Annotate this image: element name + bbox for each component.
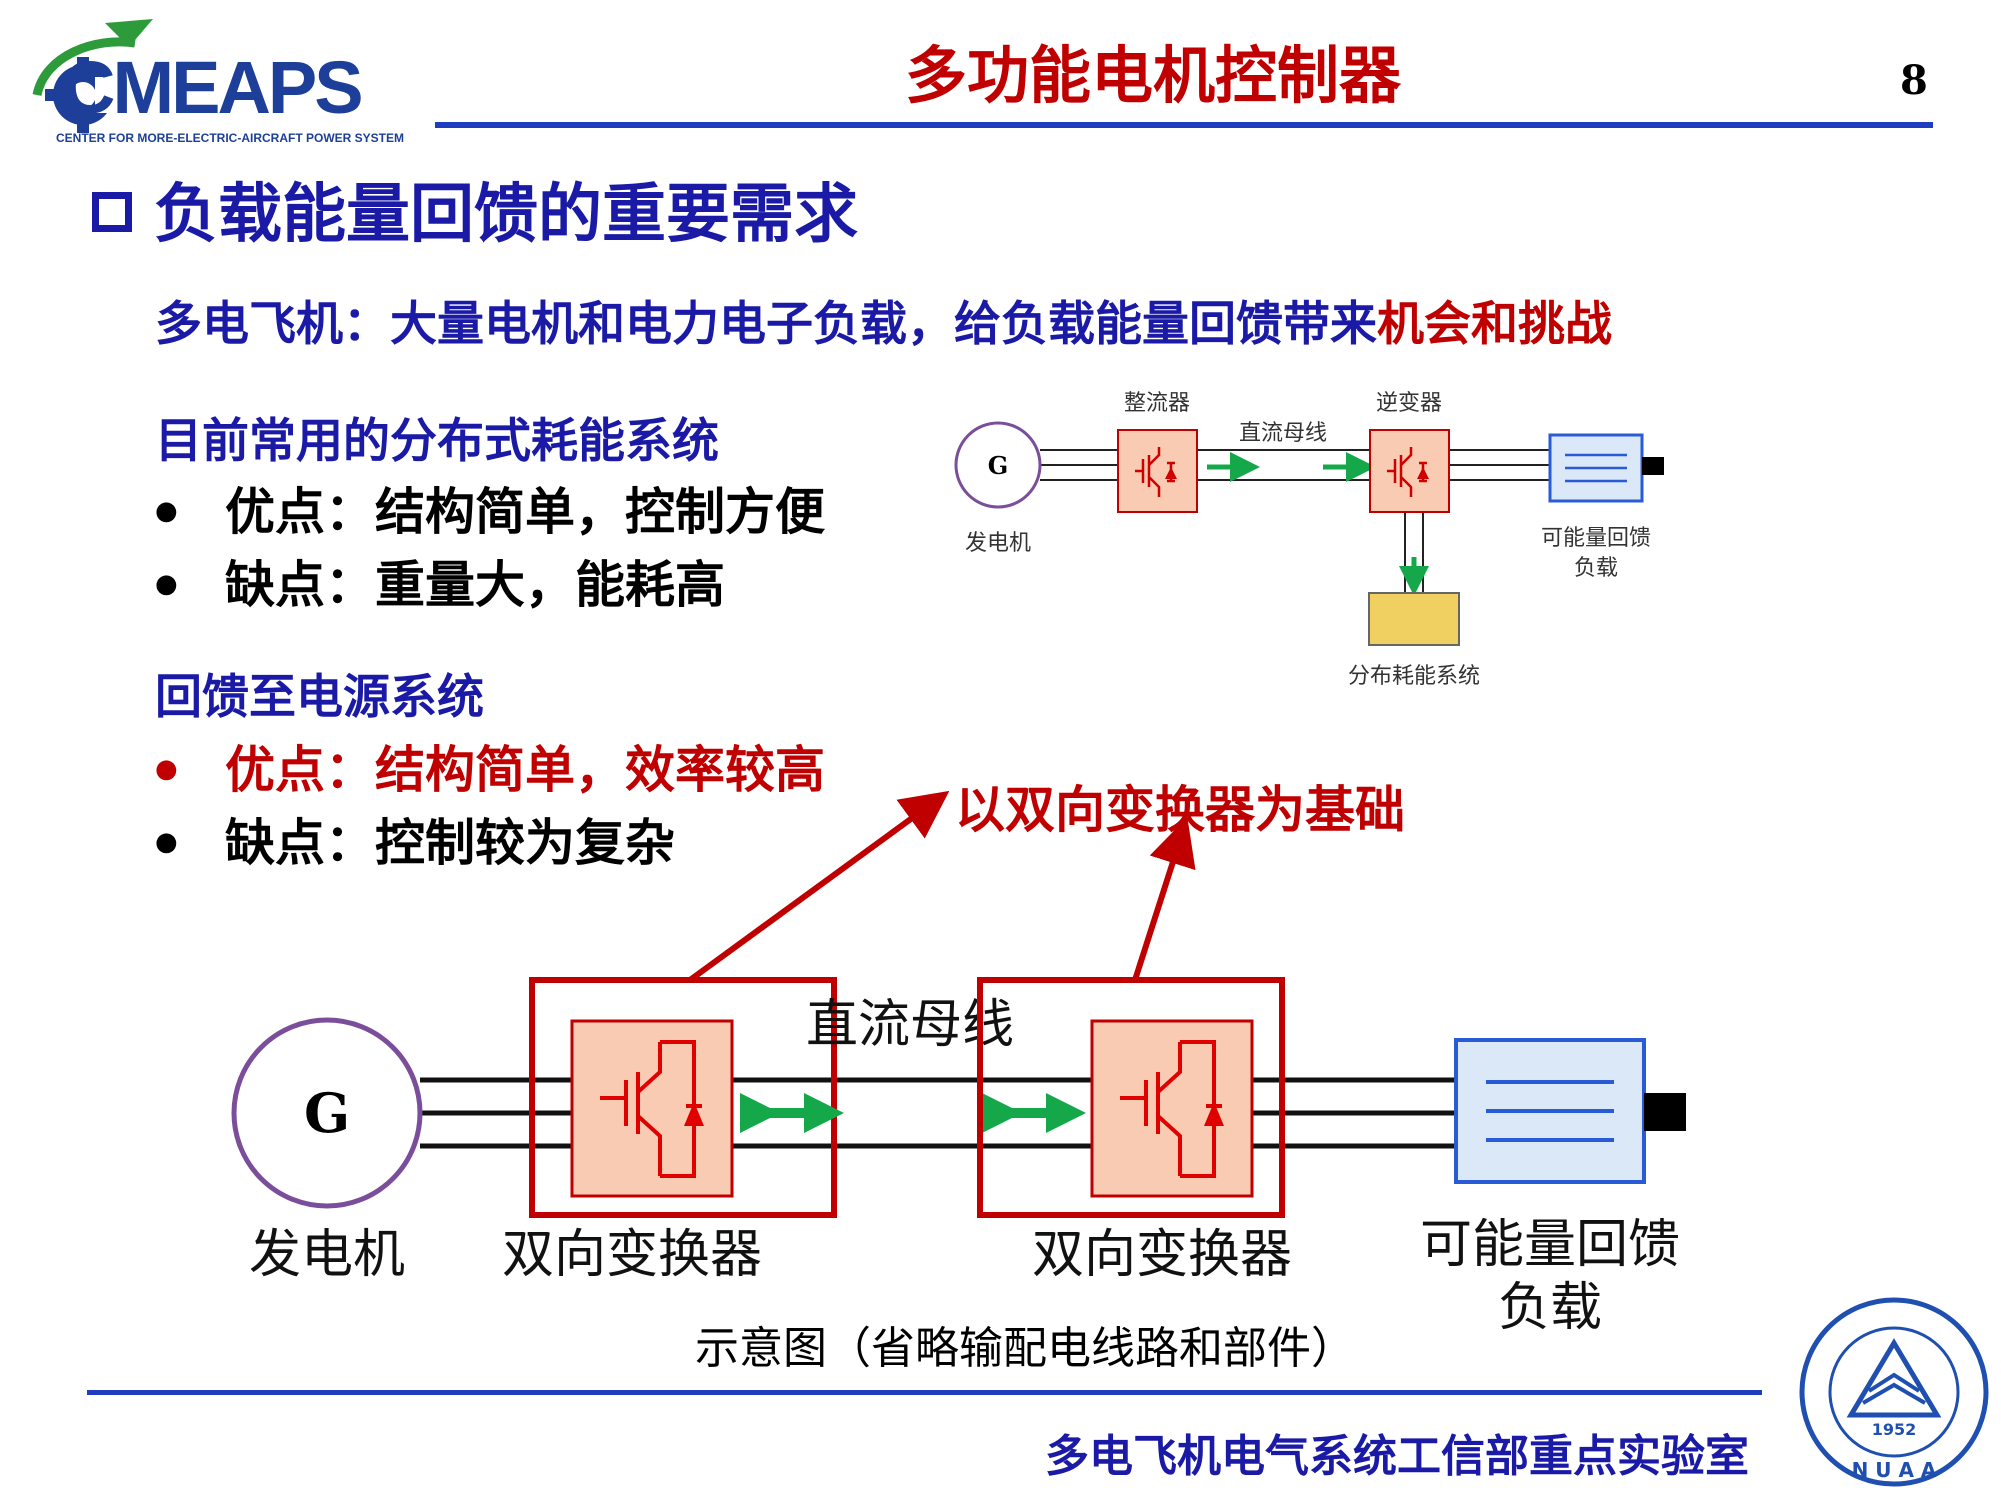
distributed-cons: ● 缺点：重量大，能耗高 [155,545,725,617]
small-rectifier-box [1117,429,1198,513]
distributed-pros-text: 优点：结构简单，控制方便 [225,483,825,541]
converter2-highlight-box [977,977,1285,1218]
small-inverter-box [1369,429,1450,513]
converter1-box [570,1019,734,1198]
distributed-heading: 目前常用的分布式耗能系统 [155,414,719,469]
bullet-icon: ● [155,754,178,784]
intro-line: 多电飞机：大量电机和电力电子负载，给负载能量回馈带来机会和挑战 [155,285,1612,354]
distributed-pros: ● 优点：结构简单，控制方便 [155,472,825,544]
intro-blue-text: 多电飞机：大量电机和电力电子负载，给负载能量回馈带来 [155,297,1377,352]
logo-subtitle: CENTER FOR MORE-ELECTRIC-AIRCRAFT POWER … [56,131,404,145]
logo [25,15,445,145]
feedback-heading: 回馈至电源系统 [155,670,484,725]
converter2-box [1090,1019,1254,1198]
page-title: 多功能电机控制器 [905,39,1402,112]
intro-red-text: 机会和挑战 [1377,297,1612,352]
footer-lab-name: 多电飞机电气系统工信部重点实验室 [1045,1431,1749,1482]
small-dissipation-box [1368,592,1460,646]
distributed-cons-text: 缺点：重量大，能耗高 [225,556,725,614]
load-label-line2: 负载 [1498,1278,1602,1338]
converter2-label: 双向变换器 [1032,1225,1292,1285]
emblem-year: 1952 [1872,1420,1917,1439]
small-inverter-label: 逆变器 [1376,391,1442,416]
small-dc-bus-label: 直流母线 [1239,421,1327,446]
diagram-caption: 示意图（省略输配电线路和部件） [695,1323,1355,1374]
small-generator-label: 发电机 [965,531,1031,556]
bullet-icon: ● [155,569,178,599]
small-generator-symbol: G [988,451,1009,480]
small-load-label-line2: 负载 [1574,556,1618,581]
page-number: 8 [1900,57,1928,104]
small-load-label-line1: 可能量回馈 [1541,526,1651,551]
header-rule [435,122,1933,128]
small-dissipation-label: 分布耗能系统 [1348,664,1480,689]
large-diagram: G 发电机 双向变换器 直流母线 双向变换器 可能量回馈 负载 [231,790,1686,1338]
footer-rule [87,1390,1762,1395]
bullet-icon: ● [155,827,178,857]
section-heading-text: 负载能量回馈的重要需求 [154,178,858,252]
university-emblem: 1952 N U A A [1799,1297,1989,1487]
section-heading: 负载能量回馈的重要需求 [92,163,858,255]
logo-text: CMEAPS [62,46,364,129]
load-label-line1: 可能量回馈 [1420,1215,1680,1275]
converter1-switch-icon [600,1040,702,1178]
generator-icon [231,1017,423,1209]
feedback-pros-text: 优点：结构简单，效率较高 [225,741,825,799]
small-diagram: G 发电机 整流器 直流母线 逆变器 分布耗能系统 可能量回馈 负载 [954,391,1664,689]
checkbox-bullet-icon [92,192,132,233]
callout-arrow-icon [688,790,950,983]
feedback-pros: ● 优点：结构简单，效率较高 [155,730,825,802]
converter1-label: 双向变换器 [502,1225,762,1285]
small-rectifier-label: 整流器 [1124,391,1190,416]
feedback-cons-text: 缺点：控制较为复杂 [225,814,675,872]
load-shaft [1644,1093,1686,1131]
generator-label: 发电机 [249,1225,405,1285]
emblem-letters: N U A A [1852,1458,1937,1482]
feedback-cons: ● 缺点：控制较为复杂 [155,803,675,875]
generator-symbol: G [304,1081,350,1145]
callout-arrow-icon [1132,817,1196,981]
small-generator-icon [954,421,1042,509]
logo-mark [32,19,153,133]
bullet-icon: ● [155,496,178,526]
small-load-shaft [1642,457,1664,475]
